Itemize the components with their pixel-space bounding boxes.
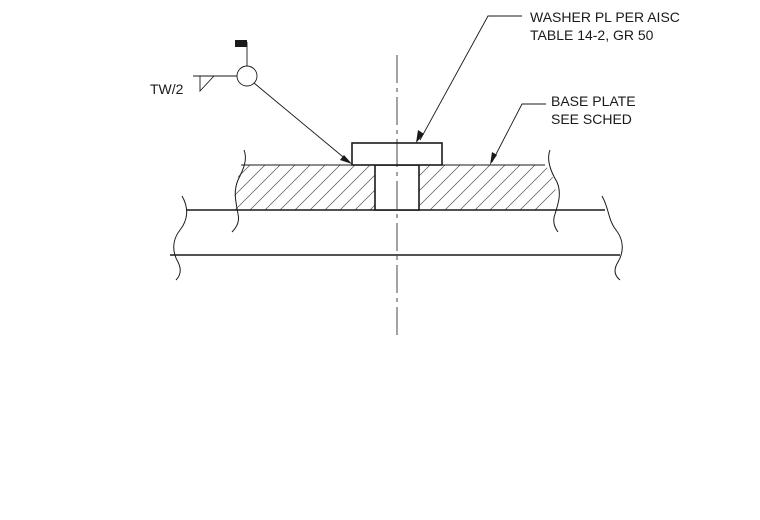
arrowhead-icon [416,130,424,143]
fillet-weld-all-around-field-weld-icon [193,40,352,164]
member-break-left [173,195,188,281]
arrowhead-icon [490,152,497,165]
washer-callout-line2: TABLE 14-2, GR 50 [530,27,654,43]
hatch-line [231,165,258,210]
washer-callout-leader [416,15,522,143]
arrowhead-icon [340,155,352,164]
base-plate-callout-line1: BASE PLATE [551,93,636,109]
washer-callout-line1: WASHER PL PER AISC [530,9,680,25]
weld-size-label: TW/2 [150,81,184,97]
hatch-line [615,158,677,220]
hatch-line [630,158,692,220]
base-plate-break-right [548,149,560,233]
hatch-line [231,165,273,210]
base-plate-callout-line2: SEE SCHED [551,111,632,127]
member-break-right [601,195,623,281]
base-plate-break-left [231,149,246,233]
hatch-line [600,158,662,220]
base-plate-callout-leader [490,103,546,165]
